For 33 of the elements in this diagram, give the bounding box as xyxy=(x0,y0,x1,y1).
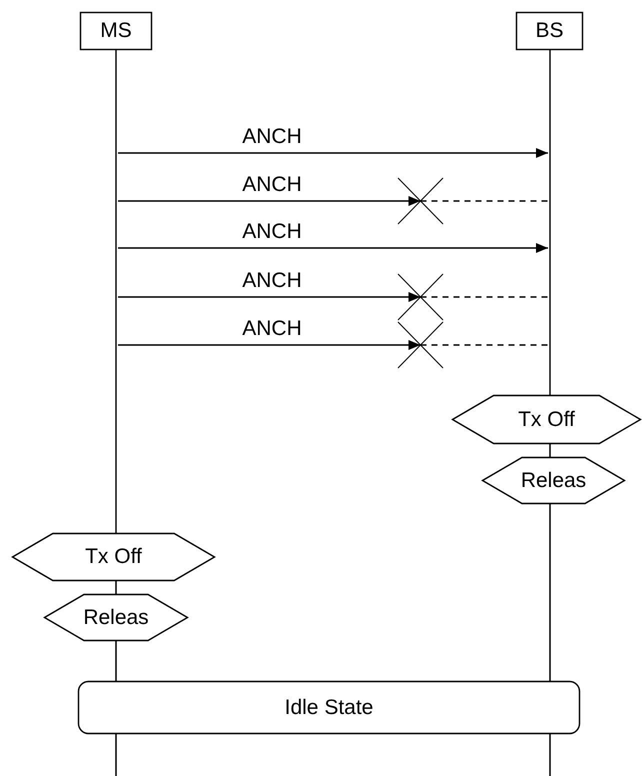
lifeline xyxy=(548,50,552,395)
state-hexagon xyxy=(452,395,641,444)
state-bar xyxy=(78,681,580,734)
lost-message-line xyxy=(420,296,548,298)
state-label: Idle State xyxy=(284,696,374,720)
message-arrow xyxy=(118,148,548,158)
state-label: Tx Off xyxy=(518,408,575,432)
message-arrow xyxy=(118,292,420,302)
lost-message-cross xyxy=(398,322,443,368)
lifeline xyxy=(115,581,117,594)
state-label: Releas xyxy=(83,606,149,630)
lifeline xyxy=(549,444,551,457)
state-hexagon xyxy=(12,533,215,581)
lost-message-cross xyxy=(398,178,443,224)
lifeline xyxy=(549,504,551,681)
message-arrow xyxy=(118,243,548,253)
message-arrow xyxy=(118,340,420,350)
state-label: Tx Off xyxy=(85,545,142,569)
state-hexagon xyxy=(482,457,625,504)
lifeline xyxy=(114,50,118,533)
entity-box xyxy=(80,12,152,50)
state-label: MS xyxy=(100,19,132,43)
state-label: BS xyxy=(535,19,564,43)
lifeline xyxy=(115,734,117,776)
lost-message-cross xyxy=(398,274,443,320)
message-arrow xyxy=(118,196,420,206)
lifeline xyxy=(549,734,551,776)
lifeline xyxy=(115,641,117,681)
entity-box xyxy=(516,12,583,50)
lost-message-line xyxy=(420,200,548,202)
lost-message-line xyxy=(420,344,548,346)
state-hexagon xyxy=(44,594,188,641)
state-label: Releas xyxy=(520,468,586,492)
